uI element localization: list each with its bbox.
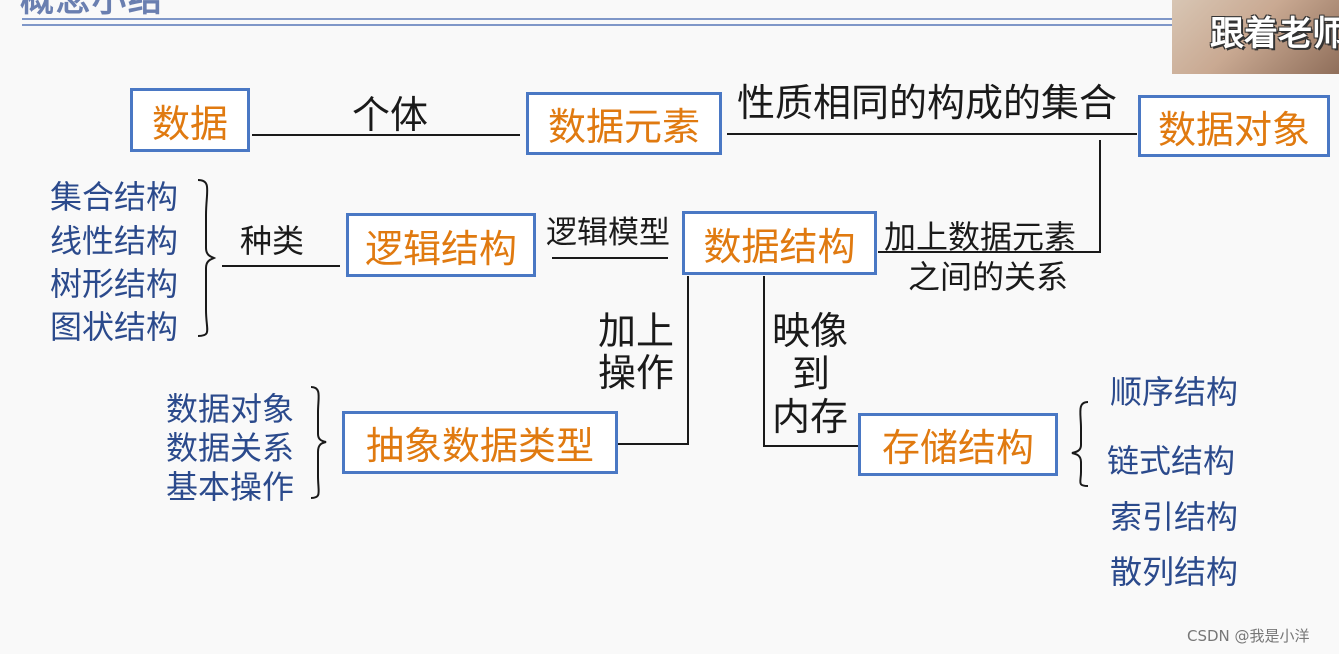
webcam-caption: 跟着老师 [1210, 6, 1339, 55]
label-kinds: 种类 [240, 216, 304, 262]
label-same-nature-set: 性质相同的构成的集合 [737, 72, 1117, 127]
label-map-3: 内存 [772, 386, 848, 441]
node-data-element-label: 数据元素 [548, 96, 700, 151]
watermark: CSDN @我是小洋 [1187, 625, 1310, 646]
node-logical-structure: 逻辑结构 [346, 213, 536, 277]
brace-storage-kinds [1072, 402, 1088, 486]
node-data-label: 数据 [152, 93, 228, 148]
label-add-ops-2: 操作 [598, 342, 674, 397]
brace-adt-parts [311, 387, 326, 498]
node-data: 数据 [130, 88, 250, 152]
logical-kind-item: 图状结构 [50, 302, 178, 348]
storage-kind-item: 散列结构 [1110, 547, 1238, 593]
node-storage-structure: 存储结构 [858, 413, 1058, 476]
adt-part-item: 基本操作 [166, 462, 294, 508]
logical-kind-item: 树形结构 [50, 259, 178, 305]
label-logical-model: 逻辑模型 [546, 207, 670, 252]
node-storage-structure-label: 存储结构 [882, 417, 1034, 472]
webcam-overlay: 跟着老师 [1172, 0, 1339, 74]
storage-kind-item: 顺序结构 [1110, 367, 1238, 413]
node-adt: 抽象数据类型 [342, 411, 618, 474]
label-add-relation-2: 之间的关系 [908, 252, 1068, 298]
node-data-structure-label: 数据结构 [703, 216, 855, 271]
node-logical-structure-label: 逻辑结构 [365, 218, 517, 273]
node-data-structure: 数据结构 [682, 211, 877, 275]
label-individual: 个体 [352, 84, 428, 139]
node-data-object: 数据对象 [1138, 95, 1330, 157]
node-data-element: 数据元素 [526, 92, 722, 155]
storage-kind-item: 链式结构 [1107, 436, 1235, 482]
brace-logical-kinds [198, 180, 214, 336]
node-data-object-label: 数据对象 [1158, 99, 1310, 154]
logical-kind-item: 集合结构 [50, 172, 178, 218]
storage-kind-item: 索引结构 [1110, 492, 1238, 538]
node-adt-label: 抽象数据类型 [366, 415, 594, 470]
logical-kind-item: 线性结构 [50, 216, 178, 262]
